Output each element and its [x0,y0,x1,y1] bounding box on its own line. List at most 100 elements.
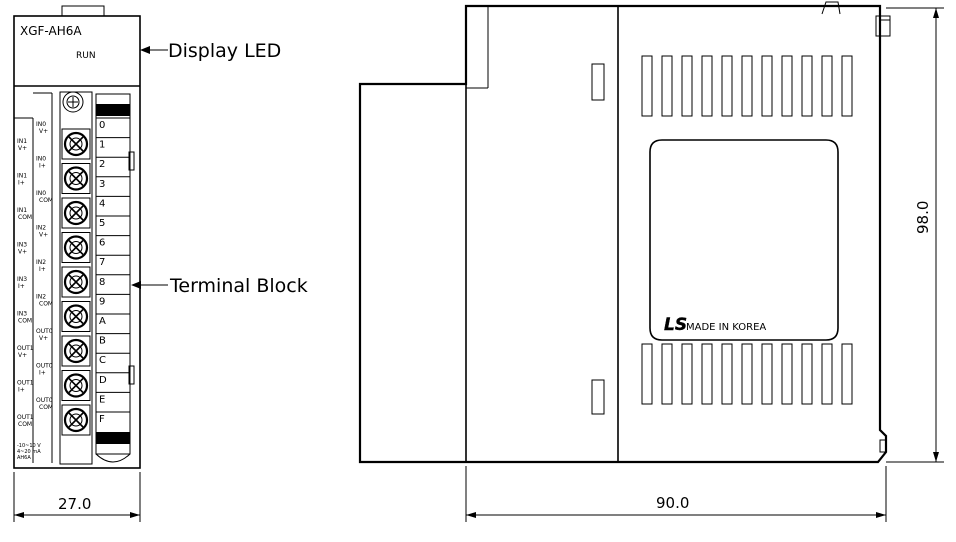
terminal-screws [61,128,91,436]
side-housing [358,4,888,464]
terminal-number-plate [95,93,131,455]
callout-display-led: Display LED [168,40,281,62]
terminal-number: 8 [99,277,105,288]
terminal-number: 3 [99,179,105,190]
top-hook [821,1,841,15]
right-terminal-label: V+ [39,335,48,342]
right-terminal-label: COM [39,404,53,411]
right-terminal-label: IN2 [36,259,46,266]
left-terminal-label: I+ [18,387,25,394]
vent-slot [681,55,693,117]
terminal-screw [61,301,91,332]
terminal-number: 7 [99,257,105,268]
vent-slot [661,55,673,117]
dimension-depth-90: 90.0 [656,494,689,512]
terminal-number: 2 [99,159,105,170]
spec-note-line-1: -10~10 V [17,443,41,449]
right-terminal-label: V+ [39,128,48,135]
label-strip-left [14,117,34,463]
right-terminal-label: COM [39,301,53,308]
vent-slot [821,343,833,405]
terminal-number: 4 [99,198,105,209]
vent-slot [741,55,753,117]
left-terminal-label: I+ [18,180,25,187]
vent-slot [701,55,713,117]
right-terminal-label: V+ [39,232,48,239]
made-in-korea-label: MADE IN KOREA [686,322,766,333]
vent-slot [841,55,853,117]
left-terminal-label: COM [18,421,32,428]
terminal-screw [61,404,91,436]
left-terminal-label: V+ [18,249,27,256]
terminal-number: B [99,336,106,347]
terminal-screw [61,197,91,229]
left-terminal-label: COM [18,318,32,325]
top-screw [62,91,84,113]
vent-slot [761,343,773,405]
vent-slot [701,343,713,405]
led-callout-arrow [140,46,150,54]
dimension-width-27: 27.0 [58,495,91,513]
left-terminal-label: OUT1 [17,345,34,352]
vent-slot [661,343,673,405]
left-terminal-label: OUT1 [17,414,34,421]
top-clip [875,15,891,37]
dimension-height-98: 98.0 [914,201,932,234]
front-body [13,15,141,469]
left-terminal-label: V+ [18,145,27,152]
left-terminal-label: IN1 [17,207,27,214]
left-terminal-label: I+ [18,283,25,290]
side-slot-upper [591,63,605,101]
terminal-screw [61,128,91,160]
spec-note-line-2: 4~20 mA [17,449,41,455]
model-label: XGF-AH6A [20,24,82,38]
right-terminal-label: IN2 [36,294,46,301]
vent-slot [721,343,733,405]
terminal-screw [61,370,91,401]
vent-slots-top [641,55,853,117]
right-terminal-label: IN0 [36,156,46,163]
right-terminal-label: IN0 [36,190,46,197]
terminal-labels: IN0V+IN0I+IN0COMIN2V+IN2I+IN2COMOUT0V+OU… [17,121,53,428]
vent-slot [801,55,813,117]
terminal-number: D [99,375,107,386]
brand-logo: LS [664,315,687,335]
side-slot-lower [591,379,605,415]
terminal-number: 6 [99,238,105,249]
terminal-callout-arrow [131,281,141,289]
vent-slot [781,343,793,405]
right-terminal-label: I+ [39,370,46,377]
right-terminal-label: OUT0 [36,363,53,370]
right-terminal-label: I+ [39,266,46,273]
bottom-clip [879,439,887,453]
vent-slot [741,343,753,405]
terminal-number: 1 [99,140,105,151]
terminal-screw [61,335,91,367]
vent-slot [761,55,773,117]
right-terminal-label: COM [39,197,53,204]
label-window [649,139,839,341]
plate-tab-lower [128,365,135,385]
vent-slots-bottom [641,343,853,405]
plate-tab-upper [128,151,135,171]
left-terminal-label: COM [18,214,32,221]
vent-slot [801,343,813,405]
left-terminal-label: V+ [18,352,27,359]
left-terminal-label: IN1 [17,138,27,145]
terminal-number: 9 [99,296,105,307]
terminal-number: A [99,316,106,327]
terminal-number: 5 [99,218,105,229]
vent-slot [721,55,733,117]
vent-slot [641,55,653,117]
terminal-number: E [99,394,105,405]
vent-slot [781,55,793,117]
left-terminal-label: IN3 [17,276,27,283]
right-terminal-label: I+ [39,163,46,170]
callout-terminal-block: Terminal Block [169,275,308,297]
vent-slot [681,343,693,405]
top-latch [61,5,105,17]
right-terminal-label: IN2 [36,225,46,232]
front-view: XGF-AH6A RUN IN0V+IN0I+IN0COMIN2V+IN2I+I… [13,5,308,522]
